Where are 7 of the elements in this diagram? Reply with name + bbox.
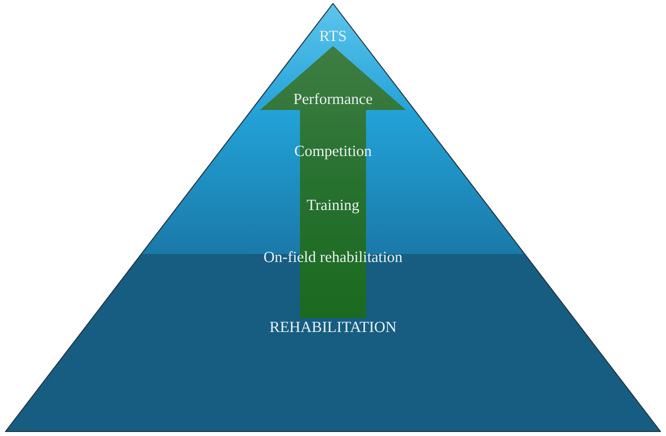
stage-label: Performance <box>293 91 373 109</box>
block-arrow <box>260 46 406 318</box>
base-label: REHABILITATION <box>269 319 397 337</box>
stage-label: Training <box>306 197 360 215</box>
apex-label: RTS <box>319 28 347 46</box>
stage-label: On-field rehabilitation <box>263 249 403 267</box>
pyramid <box>5 3 661 432</box>
